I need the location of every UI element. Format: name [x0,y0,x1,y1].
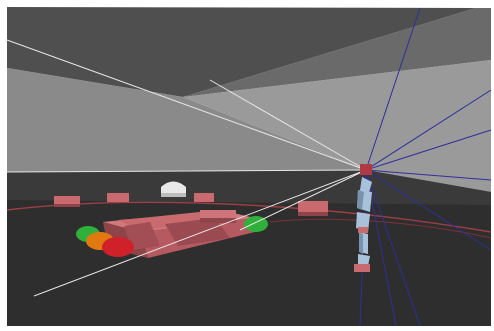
white-sensor-rays [6,39,367,297]
floor-marker [107,193,129,202]
white-dome-object[interactable] [161,181,186,198]
floor-marker-shadow [54,204,80,207]
floor-marker [54,196,80,206]
robot-foot [354,264,370,272]
side-wall [183,60,491,192]
robot-knee-marker [358,227,368,233]
back-wall [7,68,366,172]
floor-marker [298,201,328,215]
floor-markers [54,193,328,216]
sensor-origin[interactable] [360,164,372,175]
red-sphere[interactable] [102,237,134,257]
ceiling-panel [7,7,476,97]
floor-marker-shadow [298,212,328,216]
blue-sensor-rays [359,7,492,327]
floor-marker [194,193,214,202]
humanoid-robot[interactable] [354,177,372,272]
ceiling-slope [183,8,491,97]
